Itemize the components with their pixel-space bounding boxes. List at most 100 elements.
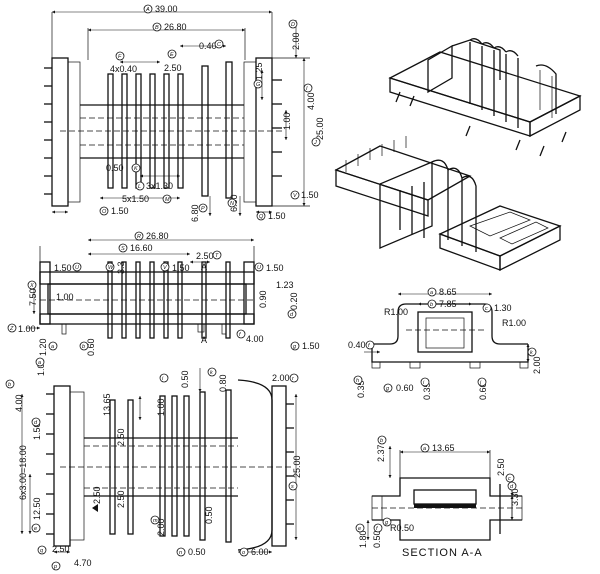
iso-lower-part (334, 136, 562, 272)
dim-CE: 12.50 (32, 497, 42, 520)
dim-CJ: 0.50 (180, 370, 190, 388)
dim-DF: 0.50 (372, 530, 382, 548)
iso-upper-part (388, 38, 582, 157)
svg-text:J: J (313, 140, 317, 146)
dim-BI: 0.35 (422, 382, 432, 400)
svg-text:a: a (430, 290, 433, 296)
dim-AB: 0.60 (86, 338, 96, 356)
dim-Y: 1.00 (56, 292, 74, 302)
svg-text:r: r (292, 376, 295, 382)
dim-B: 26.80 (164, 22, 187, 32)
svg-text:L: L (138, 184, 141, 190)
dim-AG: 1.50 (301, 190, 319, 200)
svg-text:X: X (29, 283, 34, 289)
svg-text:c: c (508, 476, 511, 482)
bottom-dimension-labels: 1.00 a b 4.00 6x3.00=18.00 1.50 d 12.50 … (5, 357, 302, 571)
dim-CA: 1.00 (36, 358, 46, 376)
svg-text:k: k (210, 370, 213, 376)
dim-CR: 2.00 (272, 373, 290, 383)
dim-BB: 7.85 (439, 299, 457, 309)
dim-CS: 25.00 (292, 455, 302, 478)
svg-text:e: e (358, 526, 361, 532)
svg-text:d: d (510, 484, 514, 490)
front-fins (107, 261, 231, 339)
dim-BD: R1.00 (384, 307, 408, 317)
dim-BF: 0.40 (348, 340, 366, 350)
svg-text:Z: Z (9, 326, 14, 332)
dim-F: 4x0.40 (110, 64, 137, 74)
dim-AG2: 1.50 (302, 341, 320, 351)
dim-E: 2.50 (164, 63, 182, 73)
dim-DD: 3.30 (510, 488, 520, 506)
svg-text:h: h (356, 378, 359, 384)
end-section-view: a 8.65 b 7.85 c 1.30 R1.00 R1.00 0.40 f … (348, 287, 542, 400)
svg-text:V: V (293, 193, 298, 199)
svg-text:m: m (153, 518, 158, 524)
dim-CT: 0.50 (204, 506, 214, 524)
dim-DB: 2.37 (376, 444, 386, 462)
svg-text:N: N (230, 201, 234, 207)
svg-text:G: G (256, 82, 261, 88)
top-fins (107, 61, 233, 199)
dim-L: 3x1.30 (146, 181, 173, 191)
dim-M: 5x1.50 (122, 194, 149, 204)
dim-G: 1.25 (254, 62, 264, 80)
svg-text:U: U (257, 265, 261, 271)
dim-P: 6.80 (190, 204, 200, 222)
dim-CQ: 2.50 (52, 544, 70, 554)
section-aa-dimension-labels: a 13.65 2.37 b 2.50 c 3.30 d 1.80 e 0.50… (355, 435, 520, 548)
dim-AC: 1.23 (276, 280, 294, 290)
top-view: A 39.00 B 26.80 0.40 C D 2.00 E 2.50 F 4… (44, 4, 325, 222)
svg-text:R: R (137, 234, 141, 240)
dim-W: 3.3 (116, 261, 126, 274)
dim-BA: 8.65 (439, 287, 457, 297)
dim-V: 1.50 (172, 263, 190, 273)
svg-text:T: T (215, 253, 219, 259)
svg-text:M: M (165, 197, 170, 203)
dim-CH: 2.50 (116, 490, 126, 508)
dim-CP: 4.70 (74, 558, 92, 568)
dim-CD: 1.50 (32, 422, 42, 440)
svg-text:c: c (485, 306, 488, 312)
dim-O: 1.50 (111, 206, 129, 216)
svg-text:V: V (163, 265, 168, 271)
svg-text:f: f (239, 332, 241, 338)
dim-DE: 1.80 (358, 530, 368, 548)
dim-Z: 1.00 (18, 324, 36, 334)
svg-text:Q: Q (259, 214, 264, 220)
dim-DC: 2.50 (496, 458, 506, 476)
dim-BC: 1.30 (494, 303, 512, 313)
svg-text:i: i (162, 376, 164, 382)
svg-text:e: e (34, 526, 37, 532)
dim-Q: 1.50 (268, 211, 286, 221)
svg-text:U: U (75, 265, 79, 271)
bottom-left-pins (46, 393, 54, 535)
dim-I: 4.00 (306, 92, 316, 110)
svg-text:E: E (170, 52, 174, 58)
dim-CN: 0.50 (188, 547, 206, 557)
dim-S: 16.60 (130, 243, 153, 253)
isometric-view (334, 38, 582, 272)
svg-text:K: K (134, 166, 138, 172)
dim-UR: 1.50 (266, 263, 284, 273)
dim-C: 0.40 (199, 41, 217, 51)
svg-text:s: s (291, 484, 294, 490)
section-a-a-view: a 13.65 2.37 b 2.50 c 3.30 d 1.80 e 0.50… (355, 435, 523, 559)
dim-BG: 0.60 (396, 383, 414, 393)
bottom-right-pins (286, 403, 294, 525)
svg-text:a: a (51, 344, 54, 350)
svg-text:b: b (82, 344, 85, 350)
svg-text:C: C (217, 42, 221, 48)
svg-text:O: O (102, 209, 107, 215)
svg-text:F: F (118, 54, 122, 60)
dim-AF: 4.00 (246, 334, 264, 344)
dim-CG: 2.50 (116, 428, 126, 446)
svg-text:p: p (53, 564, 57, 570)
dim-CF: 13.65 (102, 393, 112, 416)
dim-AE: 0.90 (258, 290, 268, 308)
svg-text:g: g (385, 520, 389, 526)
bottom-fins (109, 389, 232, 543)
svg-text:g: g (386, 386, 390, 392)
svg-text:d: d (290, 312, 294, 318)
